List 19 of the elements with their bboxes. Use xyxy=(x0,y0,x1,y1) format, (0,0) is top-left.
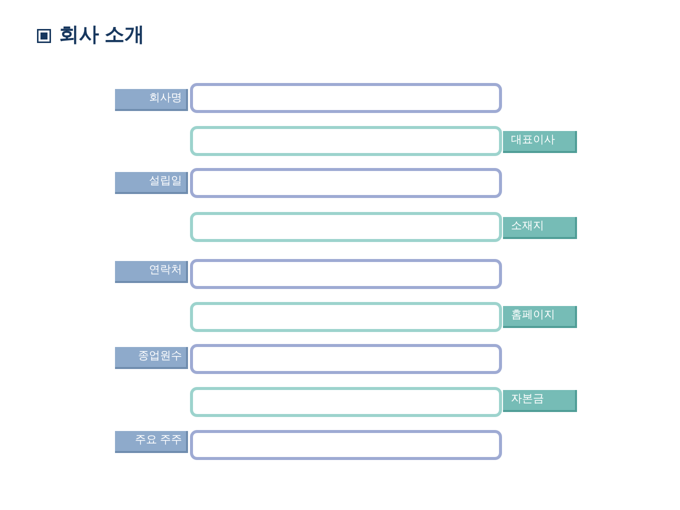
input-field xyxy=(190,259,502,289)
input-field xyxy=(190,126,502,156)
input-field xyxy=(190,344,502,374)
label-tag: 주요 주주 xyxy=(115,431,188,453)
label-tag: 홈페이지 xyxy=(503,306,577,328)
title: 회사 소개 xyxy=(59,23,145,48)
label-tag: 자본금 xyxy=(503,390,577,412)
input-field xyxy=(190,212,502,242)
label-tag: 회사명 xyxy=(115,89,188,111)
label-tag: 소재지 xyxy=(503,217,577,239)
label-tag: 대표이사 xyxy=(503,131,577,153)
input-field xyxy=(190,430,502,460)
input-field xyxy=(190,302,502,332)
input-field xyxy=(190,387,502,417)
label-tag: 설립일 xyxy=(115,172,188,194)
input-field xyxy=(190,168,502,198)
label-tag: 연락처 xyxy=(115,261,188,283)
label-tag: 종업원수 xyxy=(115,347,188,369)
input-field xyxy=(190,83,502,113)
